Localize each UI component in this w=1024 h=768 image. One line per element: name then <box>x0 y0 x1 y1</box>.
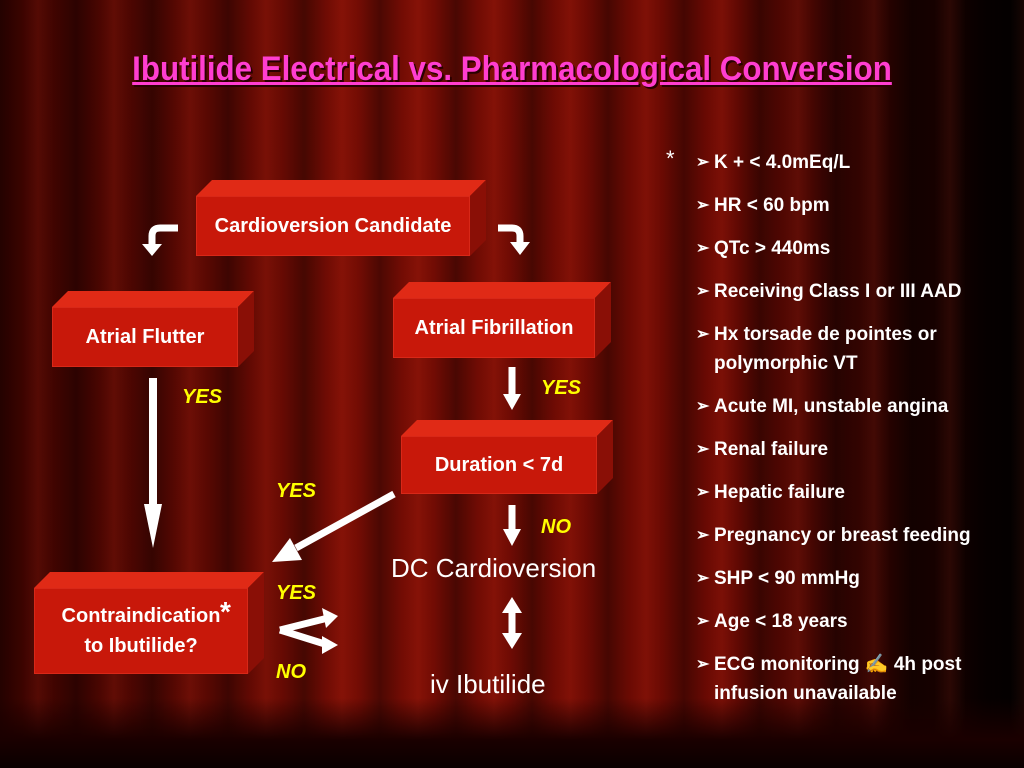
arrowhead-contra-yes <box>322 608 338 628</box>
arrow-to-fibrillation <box>498 224 524 244</box>
arrow-contra-yes <box>279 614 329 634</box>
contraindication-asterisk: * <box>220 596 231 627</box>
node-contraindication-line1: Contraindication <box>61 605 221 627</box>
slide-title: Ibutilide Electrical vs. Pharmacological… <box>132 50 892 88</box>
criteria-item: ECG monitoring ✍ 4h post infusion unavai… <box>696 650 1016 708</box>
node-atrial-fibrillation-label: Atrial Fibrillation <box>414 316 574 339</box>
criteria-item: HR < 60 bpm <box>696 191 1016 220</box>
arrowhead-dc-iv-down <box>502 633 522 649</box>
criteria-item: Hx torsade de pointes or polymorphic VT <box>696 320 1016 378</box>
arrowhead-to-flutter <box>142 244 162 256</box>
criteria-item: QTc > 440ms <box>696 234 1016 263</box>
label-yes-duration: YES <box>276 480 317 502</box>
node-atrial-flutter: Atrial Flutter <box>52 307 238 367</box>
arrowhead-dc-iv-up <box>502 597 522 613</box>
label-yes-contraindication: YES <box>276 582 317 604</box>
node-duration-label: Duration < 7d <box>434 453 564 476</box>
arrowhead-duration-to-dc <box>503 529 521 546</box>
criteria-item: Age < 18 years <box>696 607 1016 636</box>
arrowhead-duration-to-contra <box>272 538 302 562</box>
node-atrial-flutter-label: Atrial Flutter <box>85 325 205 348</box>
label-no-contraindication: NO <box>276 661 306 683</box>
node-atrial-fibrillation: Atrial Fibrillation <box>393 298 595 358</box>
node-dc-cardioversion: DC Cardioversion <box>391 553 597 583</box>
criteria-item: K + < 4.0mEq/L <box>696 148 1016 177</box>
label-yes-fibrillation: YES <box>541 377 582 399</box>
arrowhead-flutter-to-contra <box>144 504 162 548</box>
criteria-item: Hepatic failure <box>696 478 1016 507</box>
arrow-contra-no <box>278 626 330 649</box>
criteria-item: SHP < 90 mmHg <box>696 564 1016 593</box>
node-iv-ibutilide: iv Ibutilide <box>430 669 546 699</box>
arrowhead-fib-to-duration <box>503 394 521 410</box>
node-contraindication: Contraindication to Ibutilide? <box>34 588 248 674</box>
label-yes-flutter: YES <box>182 386 223 408</box>
label-no-duration: NO <box>541 516 571 538</box>
criteria-item: Pregnancy or breast feeding <box>696 521 1016 550</box>
criteria-item: Acute MI, unstable angina <box>696 392 1016 421</box>
contraindication-criteria-list: K + < 4.0mEq/L HR < 60 bpm QTc > 440ms R… <box>696 148 1016 722</box>
criteria-item: Renal failure <box>696 435 1016 464</box>
curtain-floor <box>0 698 1024 768</box>
arrow-duration-to-contra <box>294 490 396 552</box>
criteria-asterisk: * <box>666 146 675 171</box>
criteria-item: Receiving Class I or III AAD <box>696 277 1016 306</box>
arrow-to-flutter <box>148 224 178 246</box>
arrowhead-to-fibrillation <box>510 242 530 255</box>
node-cardioversion-candidate: Cardioversion Candidate <box>196 196 470 256</box>
node-contraindication-line2: to Ibutilide? <box>84 635 198 657</box>
arrowhead-contra-no <box>322 636 338 654</box>
node-duration: Duration < 7d <box>401 436 597 494</box>
node-cardioversion-candidate-label: Cardioversion Candidate <box>214 214 452 237</box>
